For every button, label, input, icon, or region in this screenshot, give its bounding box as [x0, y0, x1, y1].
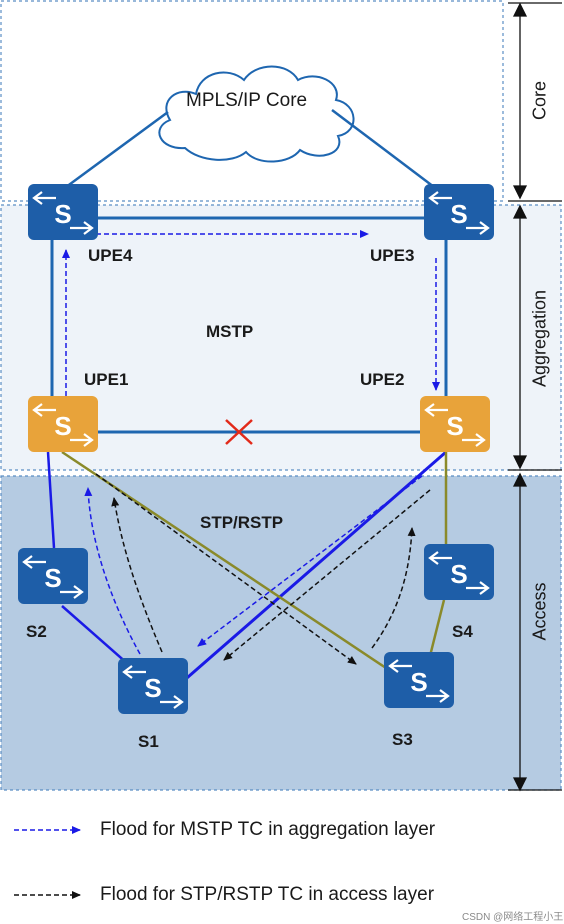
s1-switch-icon: S	[118, 658, 188, 714]
stp-tc-flood-arrows	[95, 473, 431, 665]
region-label-stp: STP/RSTP	[200, 513, 284, 532]
legend-stp-text: Flood for STP/RSTP TC in access layer	[100, 884, 435, 905]
switch-label-s1: S1	[138, 732, 159, 751]
svg-text:S: S	[54, 199, 71, 229]
upe1-switch-icon: S	[28, 396, 98, 452]
svg-text:S: S	[450, 559, 467, 589]
s4-switch-icon: S	[424, 544, 494, 600]
svg-text:S: S	[450, 199, 467, 229]
s3-switch-icon: S	[384, 652, 454, 708]
watermark: CSDN @网络工程小王	[462, 912, 564, 923]
upe3-switch-icon: S	[424, 184, 494, 240]
switch-label-upe2: UPE2	[360, 370, 405, 389]
switch-label-upe1: UPE1	[84, 370, 129, 389]
layer-dimension-bars	[508, 2, 562, 792]
s2-switch-icon: S	[18, 548, 88, 604]
upe4-switch-icon: S	[28, 184, 98, 240]
layer-label-aggregation: Aggregation	[529, 289, 550, 388]
layer-label-core: Core	[529, 81, 550, 121]
blocked-port-mark	[225, 419, 253, 445]
switch-label-s3: S3	[392, 730, 413, 749]
layer-label-access: Access	[529, 582, 550, 641]
switch-label-s2: S2	[26, 622, 47, 641]
switch-label-s4: S4	[452, 622, 473, 641]
legend-mstp-text: Flood for MSTP TC in aggregation layer	[100, 819, 436, 840]
cloud-label: MPLS/IP Core	[186, 90, 308, 111]
mstp-tc-flood-arrows	[62, 230, 440, 655]
svg-text:S: S	[446, 411, 463, 441]
cloud-shape	[158, 65, 355, 163]
svg-text:S: S	[54, 411, 71, 441]
switch-label-upe4: UPE4	[88, 246, 133, 265]
svg-text:S: S	[44, 563, 61, 593]
svg-text:S: S	[144, 673, 161, 703]
upe2-switch-icon: S	[420, 396, 490, 452]
region-label-mstp: MSTP	[206, 322, 254, 341]
switch-label-upe3: UPE3	[370, 246, 415, 265]
svg-text:S: S	[410, 667, 427, 697]
